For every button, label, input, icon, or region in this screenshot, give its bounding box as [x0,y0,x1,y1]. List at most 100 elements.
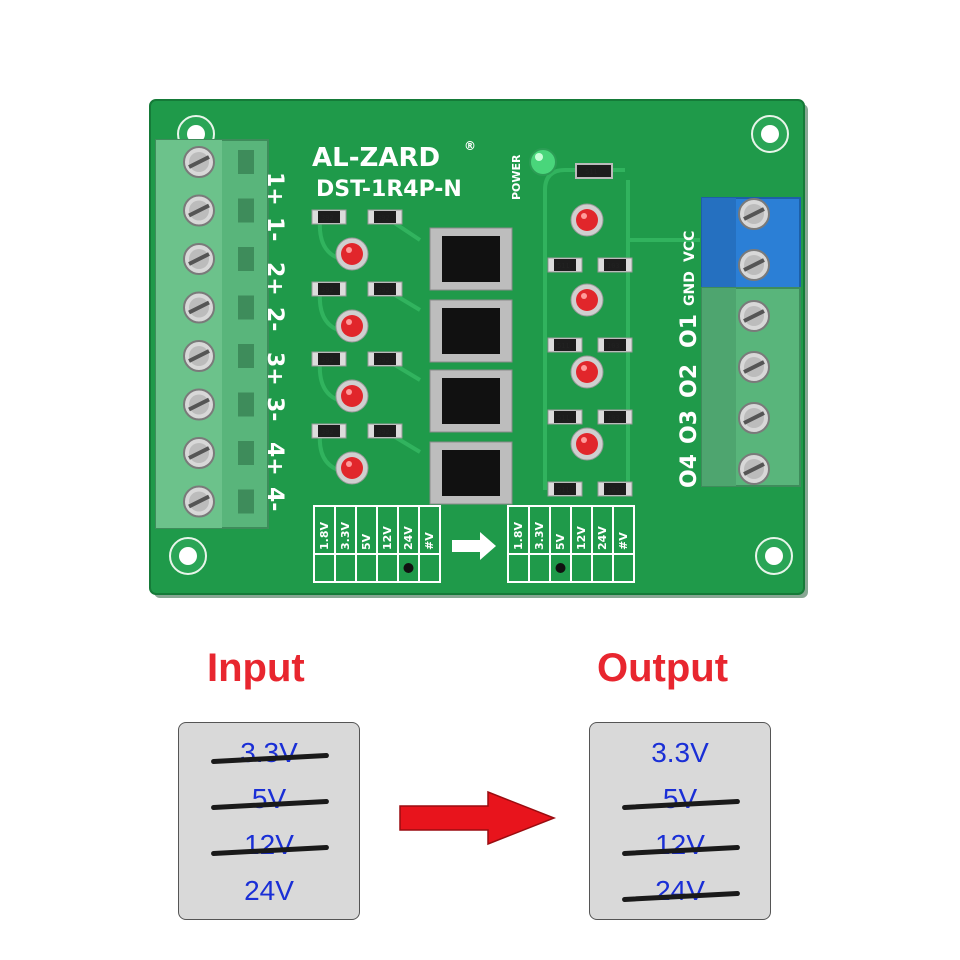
jumper-solder-dot [403,563,414,573]
jumper-arrow-icon [452,532,496,560]
resistor-smd: 392 [311,351,347,367]
svg-text:511: 511 [557,414,570,422]
jumper-voltage-label: 24V [402,526,415,550]
input-pin-label: 2- [262,307,287,331]
resistor-smd: 103 [597,409,633,425]
screw-icon [183,388,215,421]
jumper-voltage-label: #V [617,532,630,550]
jumper-voltage-label: 5V [554,533,567,550]
voltage-level: 24V [655,875,705,906]
voltage-level: 5V [662,783,698,814]
voltage-level: 24V [244,875,294,906]
input-channels: 392 392 392 392 392 392 392 392 [311,209,403,485]
brand-mark: ® [464,139,476,153]
optocoupler-chip [429,369,513,433]
input-pin-label: 3+ [262,352,287,386]
resistor-smd: 511 [547,257,583,273]
conversion-arrow-icon [399,790,557,846]
resistor-smd: 392 [311,281,347,297]
screw-icon [183,243,215,275]
red-led [570,203,604,237]
input-title: Input [207,646,305,690]
svg-text:103: 103 [607,486,620,494]
jumper-voltage-label: #V [423,532,436,550]
screw-icon [183,340,215,372]
resistor-smd: 392 [367,209,403,225]
optocoupler-chip [429,299,513,363]
screw-icon [183,437,215,469]
jumper-voltage-label: 3.3V [339,522,352,550]
red-led [570,427,604,461]
input-pin-label: 4- [262,487,287,511]
jumper-voltage-label: 12V [575,526,588,550]
output-pin-label: O4 [677,454,702,488]
red-led [570,283,604,317]
power-label: POWER [510,154,523,200]
resistor-smd: 392 [367,351,403,367]
red-led [335,379,369,413]
jumper-voltage-label: 5V [360,533,373,550]
voltage-level: 12V [244,829,294,860]
svg-text:392: 392 [377,214,390,222]
jumper-voltage-label: 12V [381,526,394,550]
svg-text:511: 511 [557,262,570,270]
red-led [570,355,604,389]
resistor-smd: 511 [547,337,583,353]
screw-icon [738,249,770,281]
jumper-voltage-label: 24V [596,526,609,550]
pcb-traces [317,168,700,490]
output-pin-label: O3 [677,410,702,444]
resistor-smd: 511 [547,409,583,425]
output-led-column: 511 103 511 103 511 103 511 103 [547,203,633,497]
input-pin-label: 1- [262,217,287,241]
svg-text:392: 392 [321,214,334,222]
red-led [335,237,369,271]
screw-icon [183,291,215,324]
voltage-level: 12V [655,829,705,860]
screw-icon [738,402,770,434]
resistor-smd: 392 [367,281,403,297]
svg-text:511: 511 [557,342,570,350]
screw-icon [738,453,770,485]
svg-text:103: 103 [607,342,620,350]
screw-icon [183,485,215,518]
resistor-smd: 103 [597,481,633,497]
output-pin-label: GND [682,271,698,306]
jumper-voltage-label: 1.8V [318,522,331,550]
power-led [529,148,557,176]
input-pin-label: 1+ [262,172,287,206]
resistor-smd: 392 [367,423,403,439]
input-pin-label: 3- [262,397,287,421]
svg-text:392: 392 [377,356,390,364]
optocoupler-chip [429,227,513,291]
screw-icon [738,198,770,230]
svg-text:392: 392 [377,428,390,436]
voltage-level: 3.3V [240,737,298,768]
mounting-hole [755,537,793,575]
input-screws [183,146,254,518]
svg-text:511: 511 [557,486,570,494]
jumper-solder-dot [555,563,566,573]
output-title: Output [597,646,729,690]
input-pin-label: 2+ [262,262,287,296]
svg-text:392: 392 [321,356,334,364]
input-pin-labels: 1+1-2+2-3+3-4+4- [262,172,287,511]
svg-text:392: 392 [321,428,334,436]
screw-icon [738,300,770,332]
red-led [335,451,369,485]
svg-text:103: 103 [607,262,620,270]
brand-text: AL-ZARD [312,143,440,173]
red-led [335,309,369,343]
resistor-smd: 392 [311,423,347,439]
svg-text:103: 103 [607,414,620,422]
optocouplers [429,227,513,505]
resistor-smd: 511 [547,481,583,497]
jumper-voltage-label: 1.8V [512,522,525,550]
power-resistor: 511 [575,163,613,179]
output-pin-label: O1 [677,314,702,348]
